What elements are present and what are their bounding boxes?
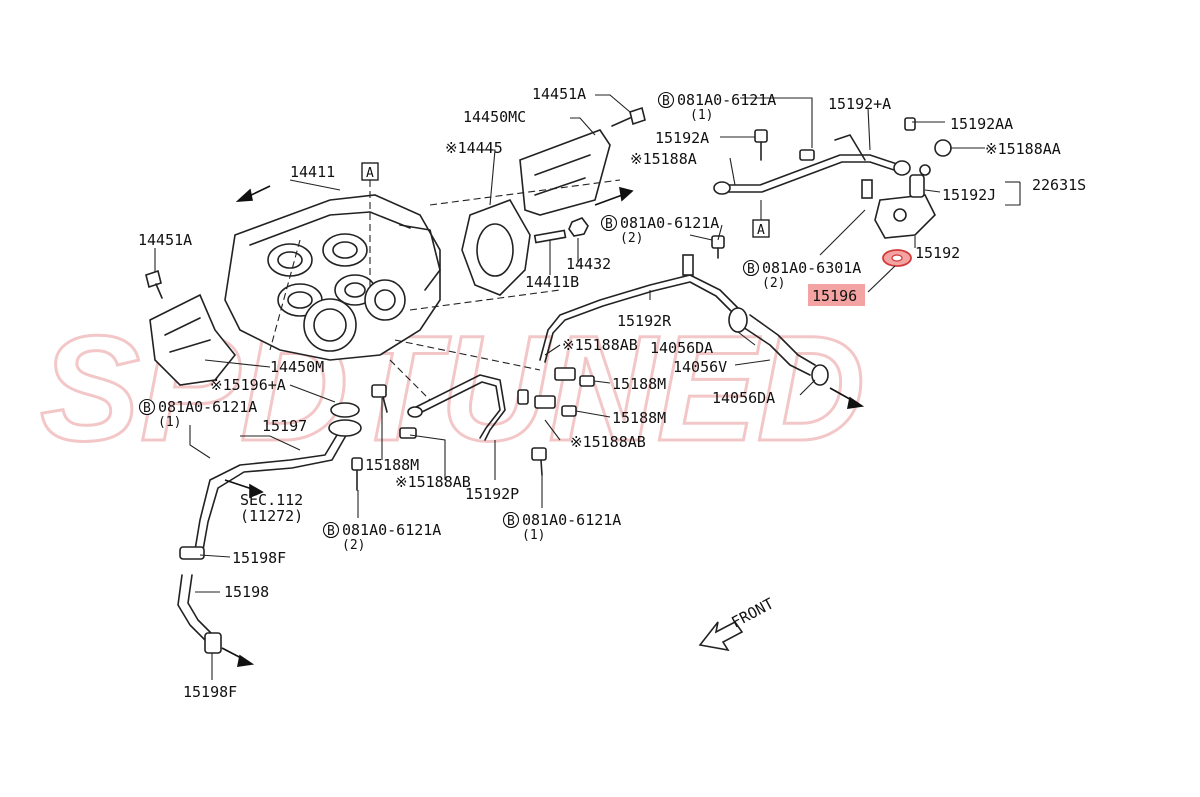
water-hose <box>739 324 811 376</box>
label-081A0-6121A-top: 081A0-6121A <box>677 91 776 109</box>
label-15196: 15196 <box>812 287 857 305</box>
label-081A0-6121A-bot-qty: (2) <box>342 538 365 553</box>
svg-text:B: B <box>605 217 613 232</box>
svg-text:A: A <box>757 223 765 238</box>
label-15198F-a: 15198F <box>232 549 286 567</box>
svg-text:A: A <box>366 166 374 181</box>
water-pipe-upper <box>724 154 901 186</box>
label-081A0-6301A: 081A0-6301A <box>762 259 861 277</box>
svg-text:B: B <box>662 94 670 109</box>
label-sec112: SEC.112 <box>240 491 303 509</box>
label-15188AB-a: ※15188AB <box>395 473 471 491</box>
turbo-gasket <box>461 199 531 296</box>
label-15198: 15198 <box>224 583 269 601</box>
label-sec112-sub: (11272) <box>240 507 303 525</box>
turbocharger-assembly <box>224 194 441 361</box>
highlight-15196 <box>808 284 865 306</box>
label-22631S: 22631S <box>1032 176 1086 194</box>
svg-text:B: B <box>507 514 515 529</box>
label-081A0-6121A-mid: 081A0-6121A <box>620 214 719 232</box>
circle-b: B <box>143 401 151 416</box>
hose <box>177 574 206 641</box>
label-081A0-6121A-mid-qty: (2) <box>620 231 643 246</box>
label-15188M-b: 15188M <box>612 375 666 393</box>
label-14451A-top: 14451A <box>532 85 586 103</box>
stud <box>533 229 567 244</box>
label-14450M: 14450M <box>270 358 324 376</box>
label-15188AA: ※15188AA <box>985 140 1061 158</box>
svg-text:B: B <box>747 262 755 277</box>
oil-feed-pipe <box>539 274 746 361</box>
hose-clamp-lower <box>204 632 222 654</box>
label-15188AB-b: ※15188AB <box>562 336 638 354</box>
label-081A0-6121A-br-qty: (1) <box>522 528 545 543</box>
label-15192J: 15192J <box>942 186 996 204</box>
label-15198F-b: 15198F <box>183 683 237 701</box>
label-15188A: ※15188A <box>630 150 697 168</box>
label-15188AB-c: ※15188AB <box>570 433 646 451</box>
label-081A0-6121A-left: 081A0-6121A <box>158 398 257 416</box>
label-081A0-6121A-top-qty: (1) <box>690 108 713 123</box>
label-15188M-c: 15188M <box>612 409 666 427</box>
label-14056V: 14056V <box>673 358 727 376</box>
label-15192A: 15192A <box>655 129 709 147</box>
bolt-left <box>145 269 162 289</box>
label-15188M-a: 15188M <box>365 456 419 474</box>
label-14432: 14432 <box>566 255 611 273</box>
svg-text:B: B <box>327 524 335 539</box>
label-14450MC: 14450MC <box>463 108 526 126</box>
heat-shield-upper <box>519 129 611 216</box>
label-14411: 14411 <box>290 163 335 181</box>
label-14056DA-a: 14056DA <box>650 339 713 357</box>
label-14445: ※14445 <box>445 139 503 157</box>
label-15197: 15197 <box>262 417 307 435</box>
view-marker-a-right: A <box>752 219 770 238</box>
label-081A0-6121A-left-qty: (1) <box>158 415 181 430</box>
direction-arrows <box>221 185 865 667</box>
label-15196A: ※15196+A <box>210 376 286 394</box>
label-14451A-left: 14451A <box>138 231 192 249</box>
view-marker-a-top: A <box>361 162 379 181</box>
label-081A0-6121A-bot: 081A0-6121A <box>342 521 441 539</box>
label-081A0-6301A-qty: (2) <box>762 276 785 291</box>
front-label: FRONT <box>728 594 776 631</box>
oil-pipe-lower <box>409 374 506 441</box>
front-arrow: FRONT <box>698 594 777 652</box>
label-14411B: 14411B <box>525 273 579 291</box>
label-15192AA: 15192AA <box>950 115 1013 133</box>
bolt-top <box>629 106 646 126</box>
heat-shield-lower <box>149 293 237 386</box>
label-14056DA-b: 14056DA <box>712 389 775 407</box>
leader-lines <box>154 94 1021 680</box>
part-labels: 14451A 14450MC ※14445 14411 14451A 14450… <box>138 85 1086 701</box>
nut <box>568 217 589 237</box>
label-081A0-6121A-br: 081A0-6121A <box>522 511 621 529</box>
oil-drain-pipe <box>194 429 341 551</box>
label-15192: 15192 <box>915 244 960 262</box>
label-15192P: 15192P <box>465 485 519 503</box>
label-15192A-plus: 15192+A <box>828 95 891 113</box>
hose-clamp-upper <box>179 546 205 560</box>
label-15192R: 15192R <box>617 312 672 330</box>
